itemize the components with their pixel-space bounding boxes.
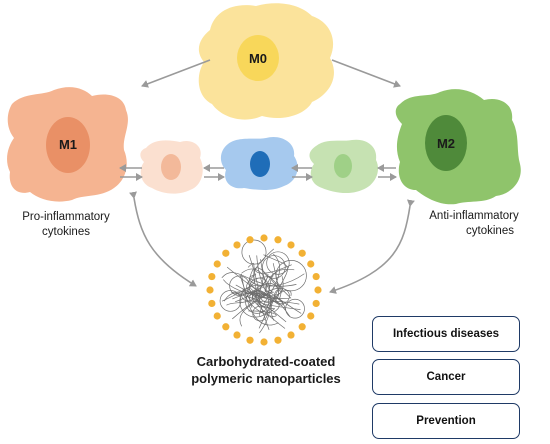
carbohydrate-bead xyxy=(260,338,268,346)
cell-m1-label: M1 xyxy=(59,137,77,152)
carbohydrate-bead xyxy=(213,260,221,268)
polymer-loop xyxy=(262,255,286,279)
nanoparticle-carbohydrate-beads xyxy=(206,234,322,346)
polymer-loop xyxy=(275,260,307,292)
pro-inflammatory-label-line2: cytokines xyxy=(42,226,90,238)
nanoparticle-label-line2: polymeric nanoparticles xyxy=(191,371,341,386)
cell-m0-nucleus xyxy=(237,35,279,81)
carbohydrate-bead xyxy=(307,312,315,320)
polymer-strand xyxy=(264,273,282,300)
polymer-loop xyxy=(258,282,280,304)
carbohydrate-bead xyxy=(233,241,241,249)
polymer-loop xyxy=(245,289,270,314)
carbohydrate-bead xyxy=(222,323,230,331)
pro-inflammatory-label-line1: Pro-inflammatory xyxy=(22,211,110,223)
polymer-strand xyxy=(249,273,305,287)
polymer-loop xyxy=(257,293,271,307)
carbohydrate-bead xyxy=(208,272,216,281)
nanoparticle-polymer-tangle xyxy=(219,239,307,334)
cell-m1: M1 xyxy=(7,87,128,202)
cell-intermediate-right-nucleus xyxy=(334,154,352,178)
cell-center-nucleus xyxy=(250,151,270,177)
cell-intermediate-right xyxy=(309,139,379,194)
polymer-loop xyxy=(249,277,270,299)
polymer-strand xyxy=(258,254,288,329)
carbohydrate-bead xyxy=(312,272,320,281)
arrow-m0-to-m1 xyxy=(141,59,211,88)
carbohydrate-bead xyxy=(246,236,254,244)
carbohydrate-bead xyxy=(260,234,268,242)
anti-inflammatory-label-line2: cytokines xyxy=(466,225,514,237)
carbohydrate-bead xyxy=(287,241,295,249)
polymer-strand xyxy=(259,253,281,316)
cell-m0: M0 xyxy=(198,3,334,120)
anti-inflammatory-label-line1: Anti-inflammatory xyxy=(429,210,519,222)
cell-m2: M2 xyxy=(395,89,521,205)
carbohydrate-bead xyxy=(312,299,320,308)
carbohydrate-bead xyxy=(274,336,282,344)
application-box-prevention: Prevention xyxy=(372,403,520,439)
curved-arrow-m1-nanoparticle xyxy=(129,191,197,287)
polarization-arrows xyxy=(119,164,397,181)
cell-m1-nucleus xyxy=(46,117,90,173)
cell-center xyxy=(220,136,298,190)
carbohydrate-bead xyxy=(213,312,221,320)
cell-m2-label: M2 xyxy=(437,136,455,151)
cell-intermediate-left xyxy=(140,140,203,194)
application-box-cancer: Cancer xyxy=(372,359,520,395)
curved-arrow-m2-nanoparticle xyxy=(329,199,415,294)
polymer-loop xyxy=(273,288,290,305)
cell-m2-nucleus xyxy=(425,115,467,171)
polymer-loop xyxy=(285,298,305,319)
carbohydrate-bead xyxy=(298,323,306,331)
cell-intermediate-left-nucleus xyxy=(161,154,181,180)
polymer-strand xyxy=(232,259,274,320)
polymer-strand xyxy=(270,290,292,321)
carbohydrate-bead xyxy=(233,331,241,339)
carbohydrate-bead xyxy=(206,286,214,294)
polymer-strand xyxy=(221,272,297,287)
polymer-loop xyxy=(239,285,272,318)
polymer-loop xyxy=(219,290,242,312)
polymer-loop xyxy=(241,239,267,265)
carbohydrate-bead xyxy=(274,236,282,244)
cell-m0-label: M0 xyxy=(249,51,267,66)
carbohydrate-bead xyxy=(287,331,295,339)
nanoparticle xyxy=(206,234,322,346)
carbohydrate-bead xyxy=(298,249,306,257)
polymer-loop xyxy=(252,305,268,322)
carbohydrate-bead xyxy=(307,260,315,268)
nanoparticle-label-line1: Carbohydrated-coated xyxy=(197,354,336,369)
arrow-m0-to-m2 xyxy=(331,59,401,88)
carbohydrate-bead xyxy=(208,299,216,308)
carbohydrate-bead xyxy=(222,249,230,257)
carbohydrate-bead xyxy=(246,336,254,344)
carbohydrate-bead xyxy=(314,286,322,294)
application-box-infectious-diseases: Infectious diseases xyxy=(372,316,520,352)
polymer-loop xyxy=(266,251,290,275)
